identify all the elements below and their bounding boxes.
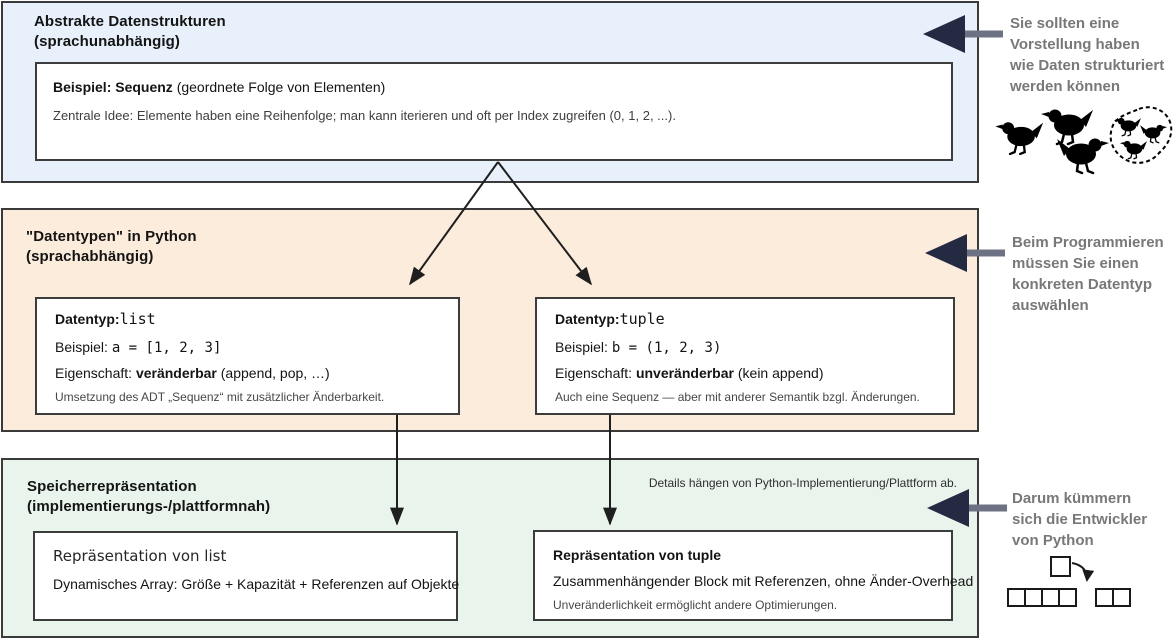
list-property-line: Eigenschaft: veränderbar (append, pop, …… — [55, 365, 330, 381]
memory-cell — [1050, 556, 1071, 577]
card-repr-list: Repräsentation von list Dynamisches Arra… — [33, 531, 460, 621]
tuple-property-rest: (kein append) — [733, 365, 824, 381]
repr-list-title: Repräsentation von list — [53, 547, 227, 565]
sequenz-body: Zentrale Idee: Elemente haben eine Reihe… — [53, 108, 676, 123]
left-arrow-icon — [927, 489, 1007, 527]
card-repr-tuple: Repräsentation von tuple Zusammenhängend… — [533, 530, 973, 621]
tuple-example-code: b = (1, 2, 3) — [611, 340, 722, 356]
tuple-property-bold: unveränderbar — [635, 365, 734, 381]
array-cells — [1007, 588, 1077, 607]
list-example-line: Beispiel: a = [1, 2, 3] — [55, 339, 221, 357]
bird-icon — [1119, 140, 1148, 160]
repr-list-body: Dynamisches Array: Größe + Kapazität + R… — [53, 576, 460, 592]
reference-arrow — [1071, 562, 1095, 582]
tuple-type-code: tuple — [619, 310, 665, 328]
bird-icon — [1055, 137, 1111, 175]
tuple-type-label: Datentyp: — [555, 311, 620, 327]
sequenz-lead-rest: (geordnete Folge von Elementen) — [172, 79, 386, 95]
bird-icon — [1039, 108, 1095, 146]
sequenz-lead: Beispiel: Sequenz (geordnete Folge von E… — [53, 79, 385, 95]
tuple-type-line: Datentyp:tuple — [555, 310, 665, 329]
list-type-line: Datentyp:list — [55, 310, 156, 329]
list-type-code: list — [119, 310, 156, 328]
list-property-bold: veränderbar — [135, 365, 217, 381]
annotation-memory-text: Darum kümmern sich die Entwickler von Py… — [1012, 490, 1148, 549]
list-property-rest: (append, pop, …) — [216, 365, 330, 381]
band-memory-representation: Details hängen von Python-Implementierun… — [1, 458, 979, 638]
card-sequenz: Beispiel: Sequenz (geordnete Folge von E… — [35, 62, 953, 161]
annotation-datatypes-text: Beim Programmieren müssen Sie einen konk… — [1012, 234, 1164, 314]
tuple-property-line: Eigenschaft: unveränderbar (kein append) — [555, 365, 824, 381]
tuple-example-line: Beispiel: b = (1, 2, 3) — [555, 339, 721, 357]
tuple-example-label: Beispiel: — [555, 339, 612, 355]
list-example-label: Beispiel: — [55, 339, 112, 355]
tuple-property-label: Eigenschaft: — [555, 365, 636, 381]
block-cells — [1095, 588, 1131, 607]
card-list-datatype: Datentyp:list Beispiel: a = [1, 2, 3] Ei… — [35, 297, 460, 415]
band-abstract-datastructures: Abstrakte Datenstrukturen (sprachunabhän… — [1, 1, 979, 183]
band-python-datatypes: "Datentypen" in Python (sprachabhängig) … — [1, 208, 979, 432]
card-tuple-datatype: Datentyp:tuple Beispiel: b = (1, 2, 3) E… — [535, 297, 955, 415]
annotation-abstract-text: Sie sollten eine Vorstellung haben wie D… — [1010, 15, 1165, 95]
repr-tuple-body: Zusammenhängender Block mit Referenzen, … — [553, 573, 974, 589]
sequenz-lead-bold: Beispiel: Sequenz — [53, 79, 173, 95]
memory-blocks-icon — [1007, 556, 1131, 607]
repr-tuple-note: Unveränderlichkeit ermöglicht andere Opt… — [553, 598, 838, 612]
bird-icon — [1113, 117, 1142, 137]
band-abstract-title: Abstrakte Datenstrukturen (sprachunabhän… — [34, 13, 226, 50]
tuple-note: Auch eine Sequenz — aber mit anderer Sem… — [555, 390, 920, 404]
memory-details-note: Details hängen von Python-Implementierun… — [648, 476, 957, 490]
bird-icon — [1139, 124, 1168, 144]
band-memory-title: Speicherrepräsentation (implementierungs… — [27, 478, 271, 515]
repr-tuple-title: Repräsentation von tuple — [553, 547, 722, 563]
bird-group-outline — [1109, 106, 1173, 164]
list-type-label: Datentyp: — [55, 311, 120, 327]
list-example-code: a = [1, 2, 3] — [111, 340, 222, 356]
list-note: Umsetzung des ADT „Sequenz“ mit zusätzli… — [55, 390, 385, 404]
band-datatypes-title: "Datentypen" in Python (sprachabhängig) — [26, 228, 197, 265]
bird-icon — [995, 121, 1045, 156]
left-arrow-icon — [923, 15, 1003, 53]
left-arrow-icon — [925, 234, 1005, 272]
birds-icon — [995, 106, 1173, 175]
list-property-label: Eigenschaft: — [55, 365, 136, 381]
